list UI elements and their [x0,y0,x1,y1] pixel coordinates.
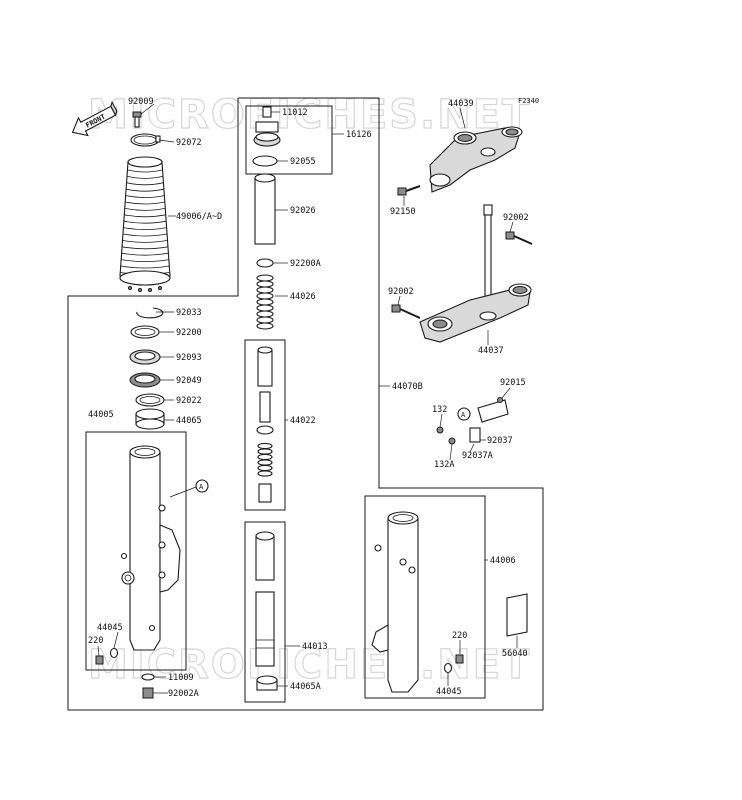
label-44006: 44006 [490,556,516,566]
label-92002-upper: 92002 [503,213,529,223]
drain-screw-220-left [95,655,104,665]
label-92033: 92033 [176,308,202,318]
bushing-44065A [256,675,278,691]
figure-code: F2340 [518,97,539,105]
cap-11012 [262,106,272,118]
label-44022: 44022 [290,416,316,426]
gasket-44045-left [109,647,119,659]
damper-rod-44022 [256,346,274,503]
drain-screw-220-right [455,654,464,664]
label-44039: 44039 [448,99,474,109]
label-44065A: 44065A [290,682,321,692]
upper-bracket-44039 [429,126,523,193]
gasket-11009 [141,673,155,681]
band-92072 [130,133,161,147]
label-92022: 92022 [176,396,202,406]
label-92026: 92026 [290,206,316,216]
label-220-left: 220 [88,636,103,646]
label-92009: 92009 [128,97,154,107]
label-132: 132 [432,405,447,415]
washer-92200A [256,258,274,268]
label-56040: 56040 [502,649,528,659]
label-44045-right: 44045 [436,687,462,697]
label-92002A: 92002A [168,689,199,699]
svg-text:A: A [461,411,466,419]
leader-lines [97,103,518,694]
label-92072: 92072 [176,138,202,148]
top-plug-16126 [253,121,281,147]
bolt-92002-upper [505,231,533,245]
gasket-44045-right [443,662,453,674]
label-92200: 92200 [176,328,202,338]
watermark-top: MICROFICHES.NET [88,92,531,138]
label-11009: 11009 [168,673,194,683]
label-92200A: 92200A [290,259,321,269]
bolt-92002A [142,687,154,699]
screw-92009 [132,111,142,128]
bolt-92150 [397,185,421,196]
fork-boot-49006 [119,156,171,292]
label-44037: 44037 [478,346,504,356]
outer-tube-44006 [371,511,419,693]
label-92037A: 92037A [462,451,493,461]
svg-text:A: A [199,483,204,491]
inner-tube-44013 [255,531,275,667]
guard-56040 [506,593,528,637]
stem-bracket-44037 [419,204,532,343]
label-92093: 92093 [176,353,202,363]
label-132A: 132A [434,460,454,470]
seal-92049 [129,372,161,388]
label-44070B: 44070B [392,382,423,392]
label-92002-lower: 92002 [388,287,414,297]
bolt-92002-lower [391,304,421,319]
label-92037: 92037 [487,436,513,446]
spring-44026 [256,274,274,330]
label-220-right: 220 [452,631,467,641]
label-44065: 44065 [176,416,202,426]
label-16126: 16126 [346,130,372,140]
callout-a-left: A [169,479,209,498]
bushing-44065 [135,408,165,430]
assembly-boundary [67,97,544,711]
label-49006: 49006/A~D [176,212,222,222]
oil-seal-92093 [129,349,161,365]
label-44013: 44013 [302,642,328,652]
label-11012: 11012 [282,108,308,118]
watermark-bottom: MICROFICHES.NET [88,642,531,688]
label-44026: 44026 [290,292,316,302]
label-92150: 92150 [390,207,416,217]
o-ring-92055 [252,155,278,167]
circlip-92033 [136,307,164,319]
part-labels: 92009 92072 49006/A~D 92033 92200 92093 … [88,97,529,699]
label-44045-left: 44045 [97,623,123,633]
label-92015: 92015 [500,378,526,388]
outer-tube-44005 [120,445,181,651]
hose-clamp-92037: A [436,397,509,445]
spacer-92026 [254,173,276,245]
label-92049: 92049 [176,376,202,386]
label-92055: 92055 [290,157,316,167]
label-44005: 44005 [88,410,114,420]
